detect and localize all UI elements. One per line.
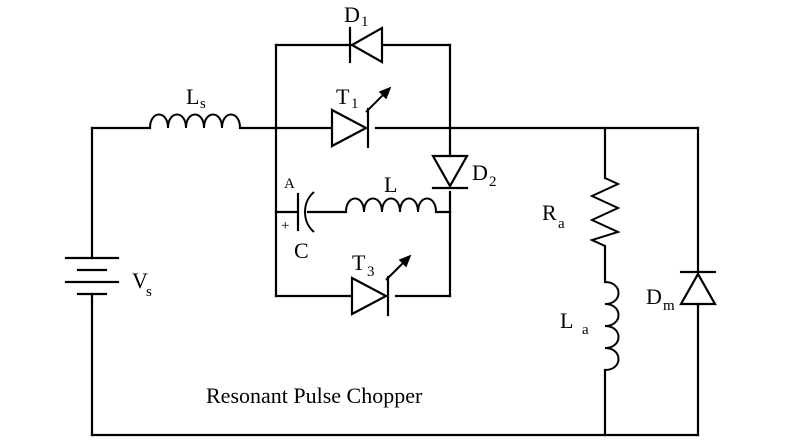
cap-polarity-label: +	[281, 218, 289, 234]
ls-subscript: s	[200, 96, 206, 112]
ls-label: L	[186, 84, 199, 109]
d2-label: D	[472, 160, 488, 185]
battery-vs: V s	[64, 256, 152, 304]
t1-subscript: 1	[351, 96, 359, 112]
thyristor-t3: T 3	[350, 250, 412, 317]
dm-label: D	[646, 284, 662, 309]
diode-dm: D m	[646, 270, 717, 314]
dm-subscript: m	[663, 298, 675, 314]
inductor-l: L	[345, 172, 437, 213]
la-subscript: a	[582, 322, 589, 338]
ra-subscript: a	[558, 216, 565, 232]
vs-subscript: s	[146, 284, 152, 300]
c-label: C	[294, 238, 309, 263]
inductor-ls: L s	[149, 84, 241, 129]
resistor-ra: R a	[542, 177, 621, 247]
la-label: L	[560, 308, 573, 333]
l-label: L	[384, 172, 397, 197]
t3-label: T	[352, 250, 366, 275]
inductor-la: L a	[560, 281, 620, 371]
diode-d1: D 1	[344, 2, 384, 64]
d2-subscript: 2	[489, 174, 497, 190]
capacitor-c: A + C	[281, 176, 315, 263]
t3-subscript: 3	[367, 264, 375, 280]
d1-label: D	[344, 2, 360, 27]
t1-label: T	[336, 84, 350, 109]
vs-label: V	[132, 268, 148, 293]
diode-d2: D 2	[431, 150, 497, 190]
thyristor-t1: T 1	[330, 84, 392, 149]
diagram-caption: Resonant Pulse Chopper	[206, 383, 423, 408]
d1-subscript: 1	[361, 14, 369, 30]
wires	[90, 43, 700, 437]
ra-label: R	[542, 200, 557, 225]
cap-terminal-label: A	[284, 176, 295, 192]
